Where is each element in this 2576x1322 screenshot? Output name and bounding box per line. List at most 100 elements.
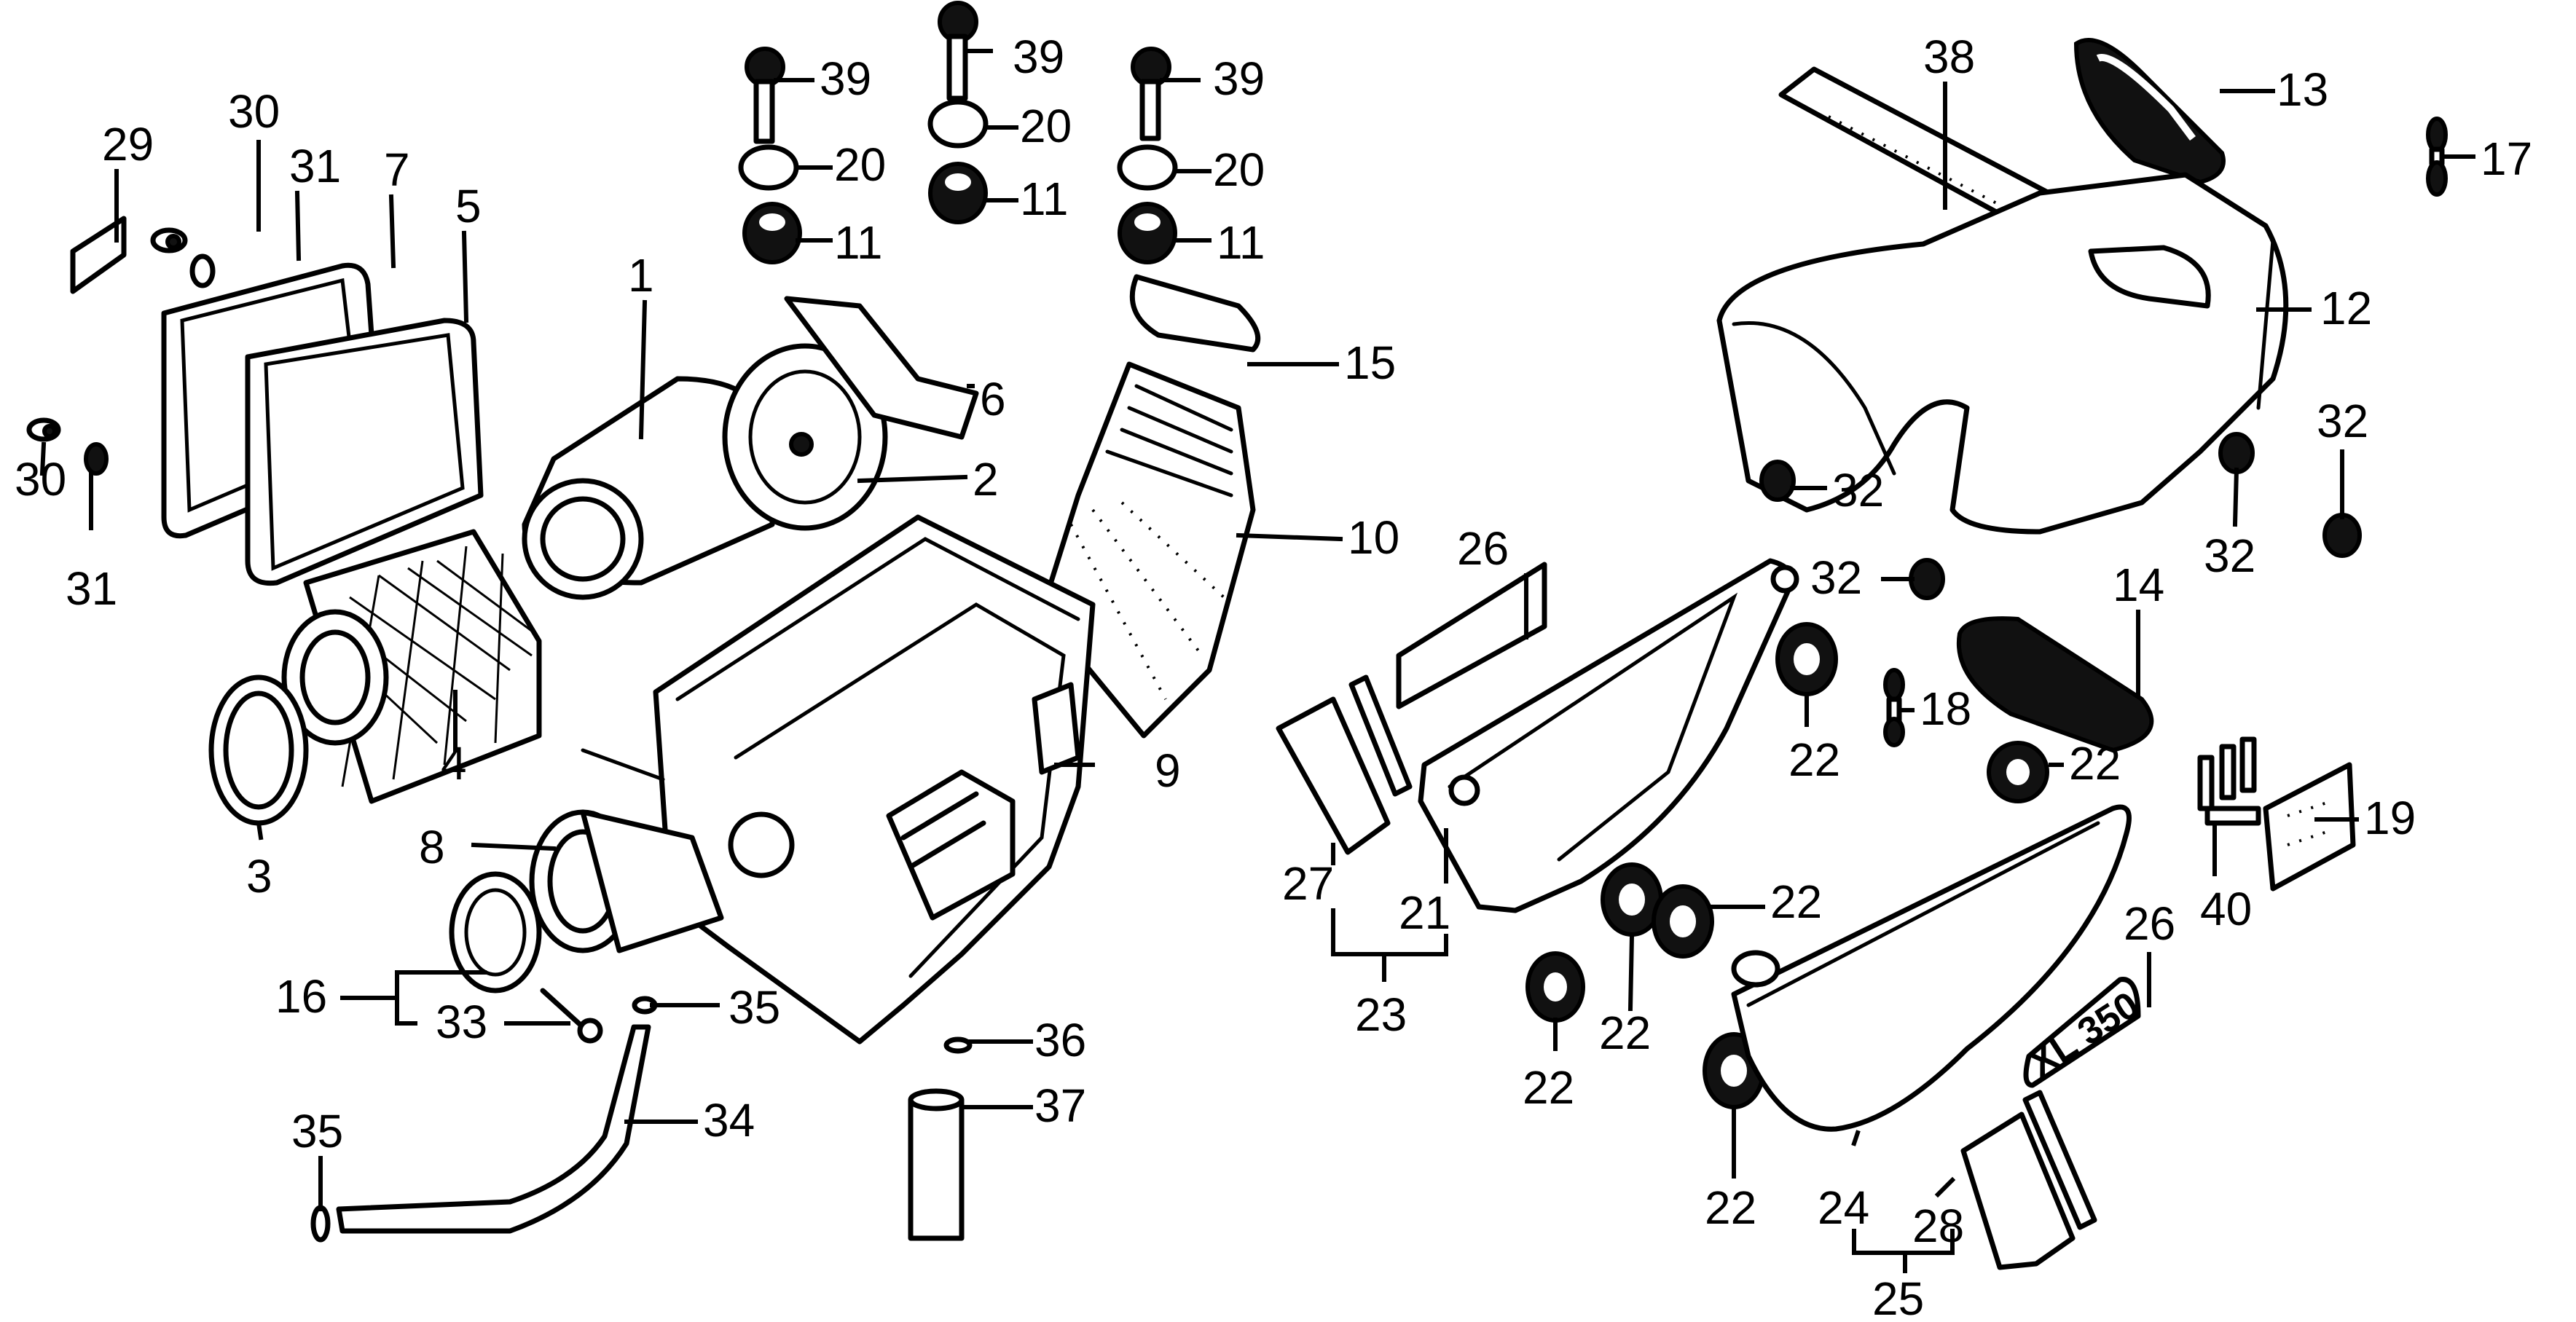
part-17-valve (2426, 117, 2448, 197)
label-22-d: 22 (1599, 1007, 1651, 1059)
label-32-d: 32 (1810, 551, 1862, 604)
label-23: 23 (1355, 988, 1407, 1041)
label-14: 14 (2113, 559, 2164, 611)
label-5: 5 (455, 180, 482, 232)
label-29: 29 (102, 118, 154, 170)
label-32-a: 32 (1832, 464, 1884, 516)
label-25: 25 (1872, 1272, 1924, 1322)
callout-labels: 29 30 31 7 5 30 31 1 6 2 15 10 4 3 9 8 1… (15, 31, 2532, 1322)
label-20-b: 20 (1020, 100, 1072, 152)
label-6: 6 (980, 373, 1006, 425)
part-8-connecting-tube (529, 809, 724, 953)
part-32-bolt-a (1759, 460, 1796, 502)
label-18: 18 (1920, 682, 1971, 735)
label-9: 9 (1155, 744, 1181, 797)
label-37: 37 (1034, 1079, 1086, 1132)
part-3-ring (208, 674, 309, 826)
part-22-grommet-e (1525, 951, 1585, 1023)
part-1-filter-element (522, 376, 775, 600)
label-39-a: 39 (820, 52, 871, 105)
part-35-clip-lower (310, 1205, 331, 1243)
label-17: 17 (2481, 133, 2532, 185)
label-15: 15 (1344, 337, 1396, 389)
part-20-washer-b (927, 99, 989, 149)
label-28: 28 (1912, 1200, 1964, 1252)
emblem-text: XL 350 (2022, 984, 2146, 1085)
label-22-a: 22 (1788, 733, 1840, 786)
part-22-grommet-d (1652, 884, 1714, 959)
part-10-intake-boot (1039, 361, 1256, 739)
label-39-b: 39 (1013, 31, 1064, 83)
part-31-nut-lower (84, 442, 109, 476)
leader-lines (39, 49, 2475, 1273)
part-39-bolt-a (745, 47, 785, 144)
label-1: 1 (628, 249, 654, 302)
part-13-cap (2073, 38, 2226, 185)
part-26-emblem: XL 350 (2022, 977, 2146, 1088)
part-5-gasket (245, 318, 484, 586)
part-34-drain-tube (336, 1024, 651, 1234)
label-4: 4 (441, 737, 467, 790)
label-39-c: 39 (1213, 52, 1265, 105)
label-34: 34 (703, 1094, 755, 1146)
part-26-decal-center (1396, 562, 1547, 709)
part-40-screws (2197, 736, 2261, 826)
label-22-e: 22 (1523, 1061, 1574, 1114)
part-20-washer-c (1117, 144, 1178, 191)
label-35-upper: 35 (729, 981, 780, 1034)
label-36: 36 (1034, 1014, 1086, 1066)
part-15-duct-ring (1129, 274, 1261, 353)
part-33-screw (540, 988, 603, 1044)
label-19: 19 (2364, 792, 2416, 844)
part-39-bolt-b (938, 1, 978, 101)
label-21: 21 (1399, 886, 1450, 939)
part-2-cap (722, 296, 979, 531)
label-27: 27 (1282, 857, 1334, 910)
label-22-c: 22 (1770, 876, 1822, 928)
part-29-decal (70, 216, 127, 294)
label-22-f: 22 (1705, 1181, 1756, 1234)
part-32-bolt-d (1909, 558, 1945, 600)
part-18-stud (1883, 668, 1905, 747)
part-30-wingnut-upper (150, 227, 188, 253)
part-4-mesh-element (281, 529, 542, 804)
label-11-c: 11 (1217, 216, 1265, 269)
label-10: 10 (1348, 511, 1399, 564)
part-36-clip (943, 1036, 973, 1054)
label-26-emblem: 26 (2124, 897, 2175, 950)
part-28-stripe (1960, 1090, 2097, 1270)
label-32-b: 32 (2204, 530, 2255, 582)
label-32-c: 32 (2317, 395, 2368, 447)
part-11-grommet-b (928, 162, 988, 224)
part-19-bracket (2263, 762, 2356, 892)
part-37-tube (908, 1088, 965, 1241)
label-7: 7 (384, 143, 410, 196)
label-11-a: 11 (834, 216, 882, 269)
label-2: 2 (973, 453, 999, 505)
label-24: 24 (1818, 1181, 1869, 1234)
label-8: 8 (419, 821, 445, 873)
part-31-nut-upper (189, 253, 216, 288)
part-32-bolt-c (2322, 513, 2362, 558)
label-33: 33 (436, 996, 487, 1048)
part-14-pad (1956, 616, 2154, 753)
label-22-b: 22 (2069, 737, 2121, 790)
label-13: 13 (2277, 63, 2328, 116)
part-11-grommet-c (1118, 202, 1177, 264)
label-35-lower: 35 (291, 1105, 343, 1157)
label-30-upper: 30 (228, 85, 280, 138)
label-31-upper: 31 (289, 140, 341, 192)
part-39-bolt-c (1131, 47, 1171, 141)
part-11-grommet-a (742, 202, 802, 264)
part-22-grommet-a (1775, 622, 1838, 696)
part-27-stripe (1276, 674, 1413, 855)
label-20-a: 20 (834, 138, 886, 191)
label-40: 40 (2200, 883, 2252, 935)
label-38: 38 (1923, 31, 1975, 83)
part-30-wingnut-lower (26, 417, 61, 442)
label-11-b: 11 (1020, 173, 1068, 225)
part-21-side-cover-frame (1418, 558, 1799, 913)
label-26-center: 26 (1457, 522, 1509, 575)
part-20-washer-a (738, 144, 799, 191)
